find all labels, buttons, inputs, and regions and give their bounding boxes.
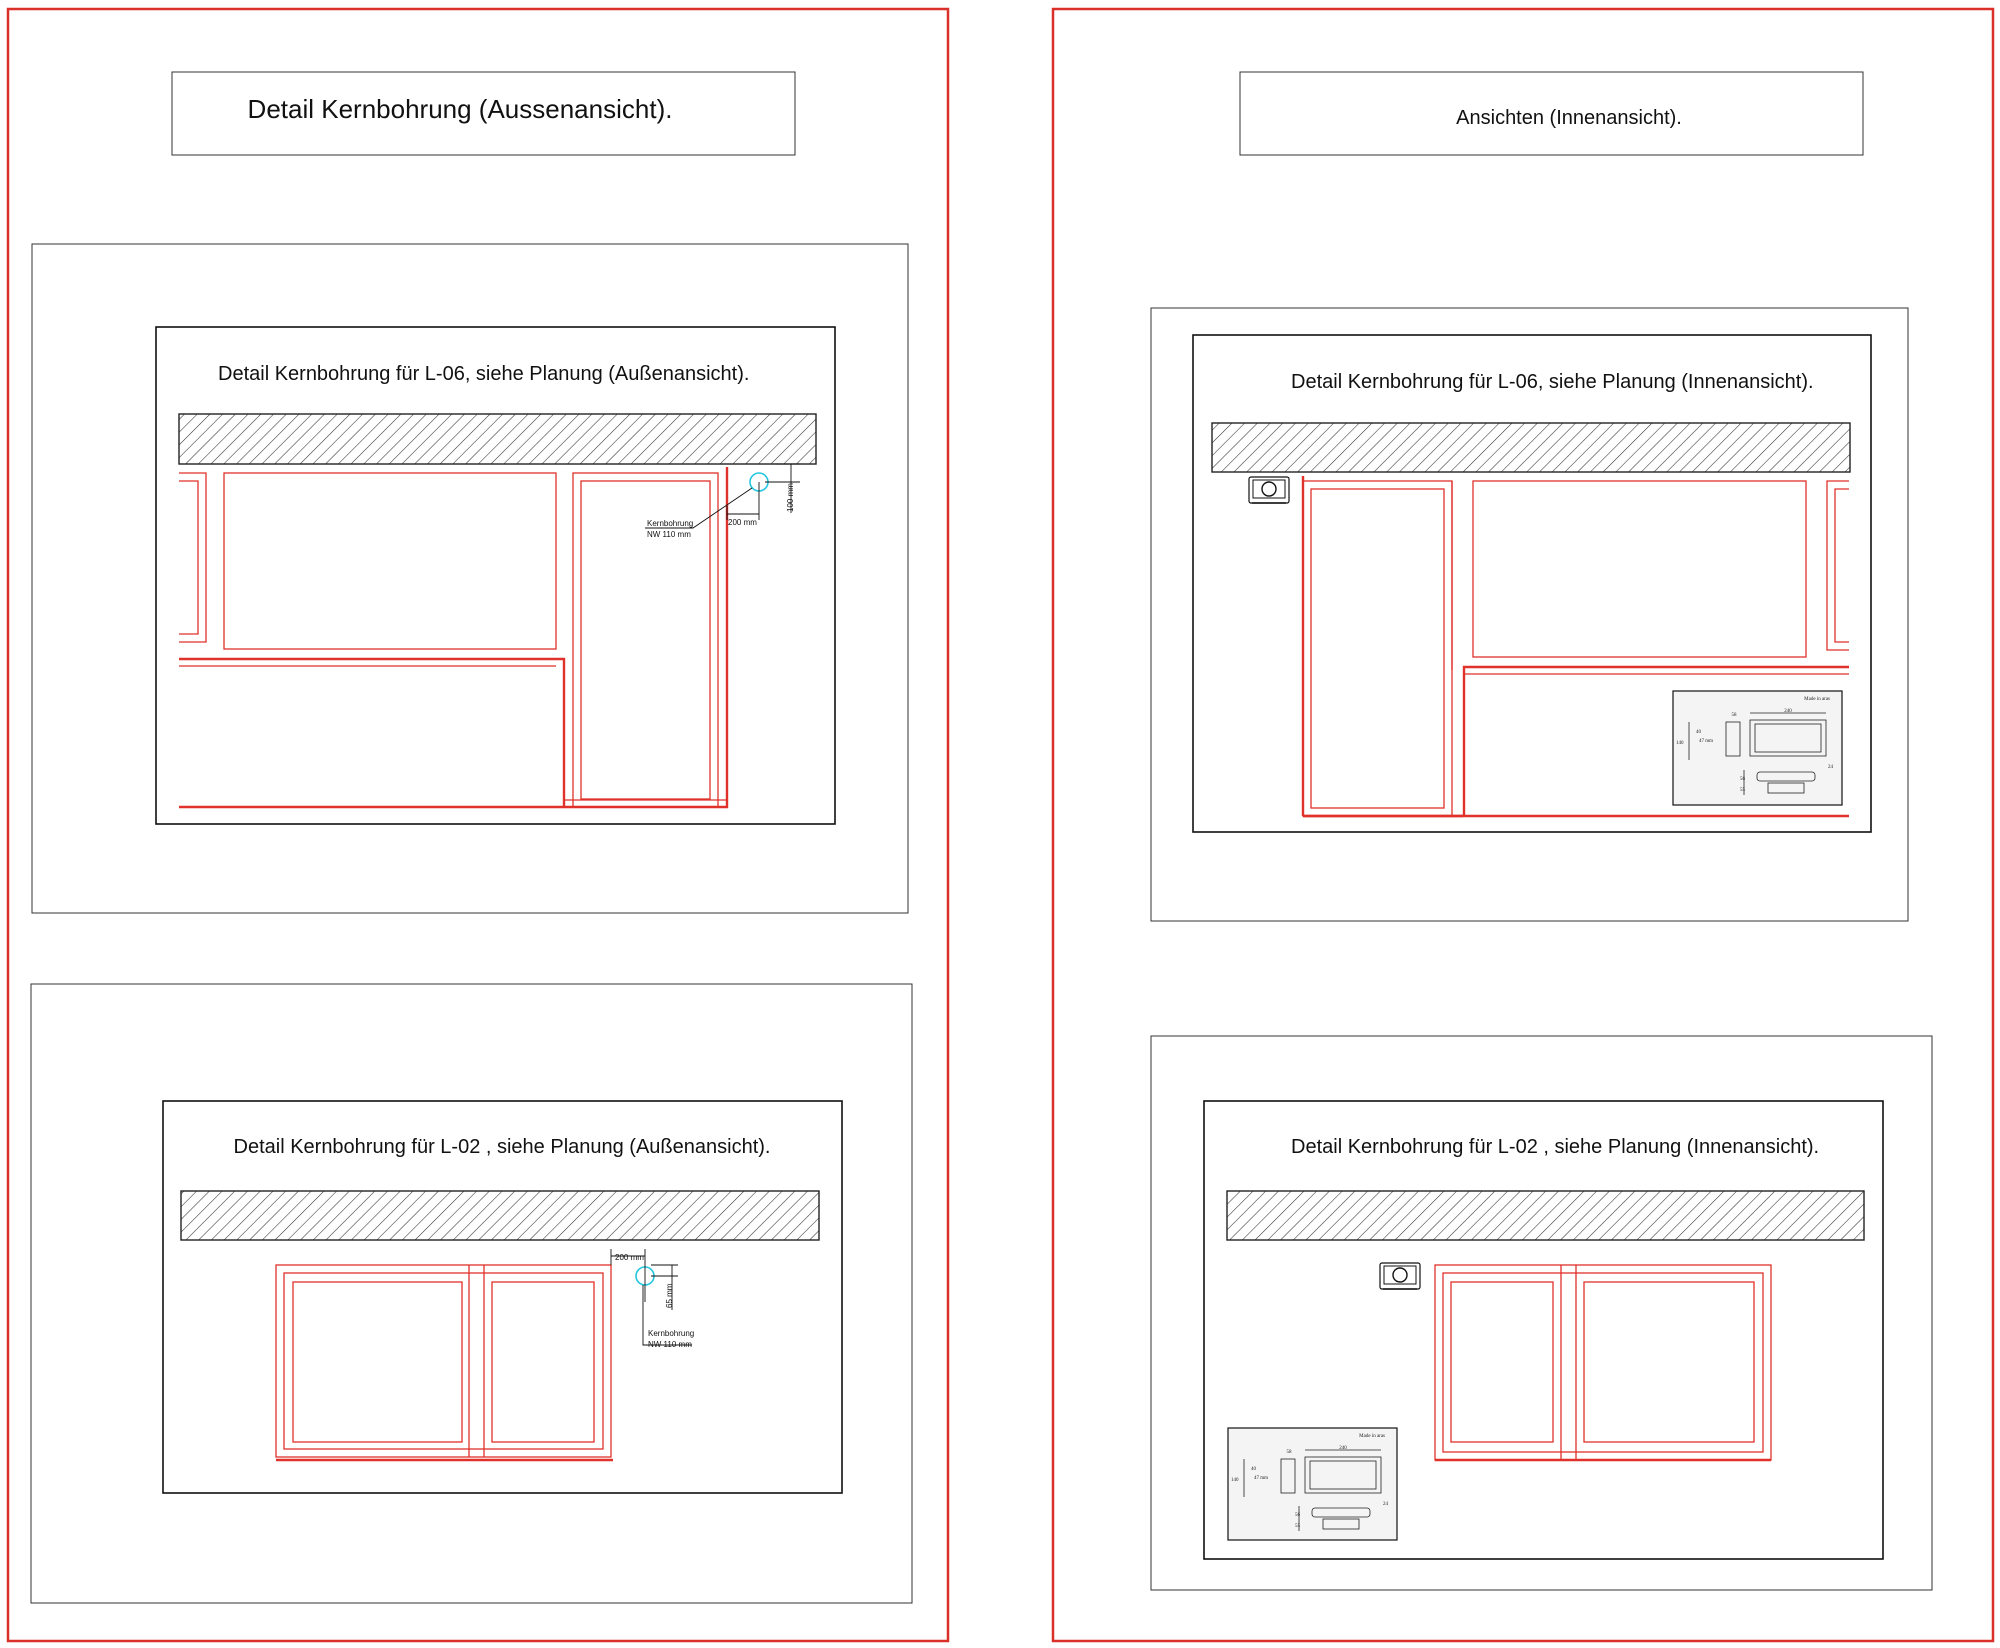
svg-text:Made in aras: Made in aras	[1359, 1434, 1385, 1439]
right-header-title: Ansichten (Innenansicht).	[1456, 107, 1682, 129]
device-datasheet-thumbnail: Made in aras 240 58 140 40 47 mm 56 55 2…	[1672, 690, 1843, 806]
dim-horizontal-label: 200 mm	[615, 1253, 644, 1262]
dim-vertical-label: 65 mm	[665, 1283, 674, 1308]
callout-line2: NW 110 mm	[647, 530, 691, 539]
svg-text:Made in aras: Made in aras	[1804, 697, 1830, 702]
svg-text:140: 140	[1231, 1478, 1239, 1483]
wall-section-hatch	[178, 413, 817, 465]
left-sheet: Detail Kernbohrung (Aussenansicht). Deta…	[6, 7, 950, 1643]
dim-horizontal-label: 200 mm	[728, 518, 757, 527]
svg-text:56: 56	[1295, 1513, 1301, 1518]
svg-text:55: 55	[1740, 788, 1746, 793]
svg-text:58: 58	[1287, 1450, 1293, 1455]
svg-text:47 mm: 47 mm	[1254, 1476, 1268, 1481]
window-elevation	[1434, 1264, 1772, 1462]
left-top-detail-title: Detail Kernbohrung für L-06, siehe Planu…	[218, 363, 749, 385]
projector-icon	[1248, 476, 1290, 504]
svg-text:40: 40	[1696, 730, 1702, 735]
right-bottom-detail: Detail Kernbohrung für L-02 , siehe Plan…	[1150, 1035, 1933, 1591]
svg-text:47 mm: 47 mm	[1699, 739, 1713, 744]
svg-text:55: 55	[1295, 1524, 1301, 1529]
wall-section-hatch	[180, 1190, 820, 1241]
right-top-detail: Detail Kernbohrung für L-06, siehe Planu…	[1150, 307, 1909, 922]
callout-line2: NW 110 mm	[648, 1340, 692, 1349]
svg-text:40: 40	[1251, 1467, 1257, 1472]
right-top-detail-title: Detail Kernbohrung für L-06, siehe Planu…	[1291, 371, 1814, 393]
right-header-box	[1239, 71, 1864, 156]
svg-text:240: 240	[1784, 709, 1792, 714]
right-bottom-detail-title: Detail Kernbohrung für L-02 , siehe Plan…	[1291, 1136, 1819, 1158]
svg-text:140: 140	[1676, 741, 1684, 746]
left-top-detail: Detail Kernbohrung für L-06, siehe Planu…	[31, 243, 909, 914]
projector-icon	[1379, 1262, 1421, 1290]
wall-section-hatch	[1211, 422, 1851, 473]
window-elevation	[275, 1264, 613, 1462]
svg-text:56: 56	[1740, 777, 1746, 782]
svg-text:58: 58	[1732, 713, 1738, 718]
left-header-title: Detail Kernbohrung (Aussenansicht).	[248, 94, 673, 124]
dim-vertical-label: 100 mm	[786, 483, 795, 512]
left-header-box	[171, 71, 796, 156]
svg-text:240: 240	[1339, 1446, 1347, 1451]
svg-text:24: 24	[1383, 1502, 1389, 1507]
callout-line1: Kernbohrung	[648, 1329, 694, 1338]
left-bottom-detail-title: Detail Kernbohrung für L-02 , siehe Plan…	[234, 1136, 771, 1158]
callout-line1: Kernbohrung	[647, 519, 693, 528]
left-bottom-detail: Detail Kernbohrung für L-02 , siehe Plan…	[30, 983, 913, 1604]
device-datasheet-thumbnail: Made in aras 240 58 140 40 47 mm 56 55 2…	[1227, 1427, 1398, 1541]
wall-section-hatch	[1226, 1190, 1865, 1241]
window-elevation	[179, 467, 729, 809]
svg-text:24: 24	[1828, 765, 1834, 770]
right-sheet: Ansichten (Innenansicht). Detail Kernboh…	[1051, 7, 1995, 1643]
window-elevation	[1301, 476, 1849, 818]
